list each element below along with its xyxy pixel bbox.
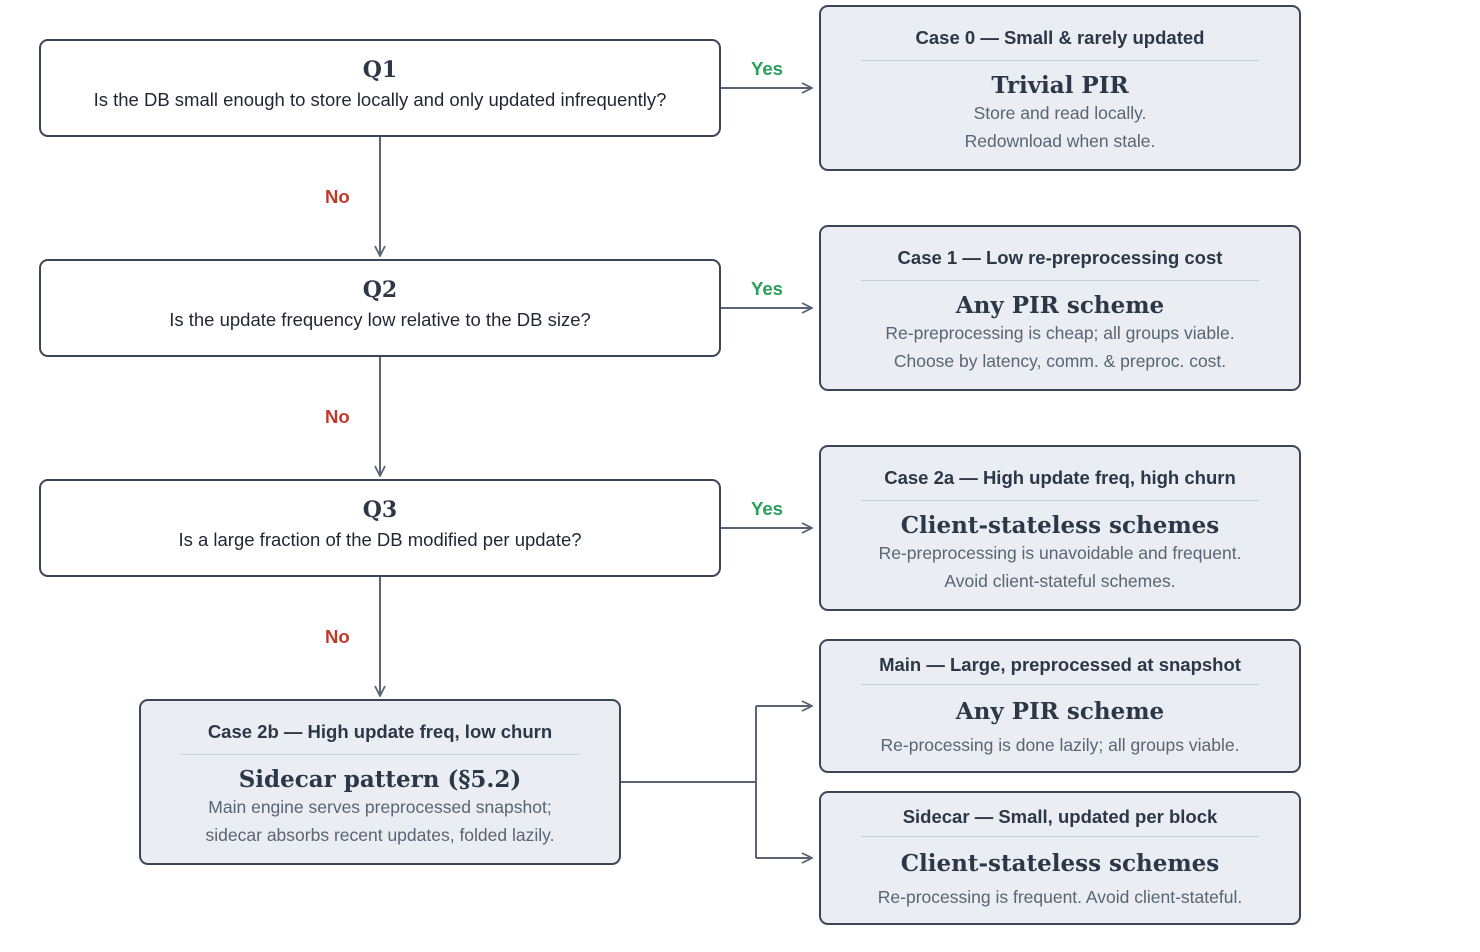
case-heading: Case 0 — Small & rarely updated (915, 27, 1205, 48)
case-heading: Main — Large, preprocessed at snapshot (879, 654, 1241, 675)
case-description: Re-preprocessing is unavoidable and freq… (878, 543, 1242, 563)
case-description: Re-processing is frequent. Avoid client-… (877, 887, 1243, 907)
case-description: Store and read locally. (973, 103, 1147, 123)
case-divider (861, 280, 1259, 281)
case-title: Sidecar pattern (§5.2) (238, 766, 522, 793)
q2-no-label: No (325, 406, 350, 427)
case-heading: Sidecar — Small, updated per block (902, 806, 1218, 827)
case-description: sidecar absorbs recent updates, folded l… (205, 825, 555, 845)
case-description: Main engine serves preprocessed snapshot… (208, 797, 552, 817)
case-divider (861, 500, 1259, 501)
case-title: Client-stateless schemes (900, 850, 1220, 877)
question-title: Q2 (362, 277, 398, 303)
case-0-box: Case 0 — Small & rarely updated Trivial … (819, 5, 1301, 171)
case-heading: Case 1 — Low re-preprocessing cost (897, 247, 1223, 268)
case-1-box: Case 1 — Low re-preprocessing cost Any P… (819, 225, 1301, 391)
case-2b-box: Case 2b — High update freq, low churn Si… (139, 699, 621, 865)
q2-yes-label: Yes (751, 278, 783, 299)
question-text: Is a large fraction of the DB modified p… (178, 529, 582, 550)
case-title: Trivial PIR (991, 72, 1129, 99)
case-description: Re-preprocessing is cheap; all groups vi… (885, 323, 1235, 343)
q1-yes-label: Yes (751, 58, 783, 79)
q3-yes-label: Yes (751, 498, 783, 519)
question-q2: Q2 Is the update frequency low relative … (39, 259, 721, 357)
case-title: Any PIR scheme (955, 292, 1165, 319)
question-title: Q1 (362, 57, 398, 83)
case-description: Avoid client-stateful schemes. (944, 571, 1176, 591)
question-text: Is the DB small enough to store locally … (93, 89, 667, 110)
case-description: Redownload when stale. (964, 131, 1156, 151)
case-divider (181, 754, 579, 755)
case-heading: Case 2a — High update freq, high churn (884, 467, 1236, 488)
case-description: Choose by latency, comm. & preproc. cost… (893, 351, 1227, 371)
sidecar-box: Sidecar — Small, updated per block Clien… (819, 791, 1301, 925)
case-description: Re-processing is done lazily; all groups… (880, 735, 1240, 755)
case-divider (861, 836, 1259, 837)
q3-no-label: No (325, 626, 350, 647)
q1-no-label: No (325, 186, 350, 207)
question-text: Is the update frequency low relative to … (169, 309, 591, 330)
question-q3: Q3 Is a large fraction of the DB modifie… (39, 479, 721, 577)
case-title: Any PIR scheme (955, 698, 1165, 725)
case-divider (861, 60, 1259, 61)
case-title: Client-stateless schemes (900, 512, 1220, 539)
case-divider (861, 684, 1259, 685)
case-heading: Case 2b — High update freq, low churn (207, 721, 553, 742)
question-q1: Q1 Is the DB small enough to store local… (39, 39, 721, 137)
case-2a-box: Case 2a — High update freq, high churn C… (819, 445, 1301, 611)
main-engine-box: Main — Large, preprocessed at snapshot A… (819, 639, 1301, 773)
question-title: Q3 (362, 497, 398, 523)
